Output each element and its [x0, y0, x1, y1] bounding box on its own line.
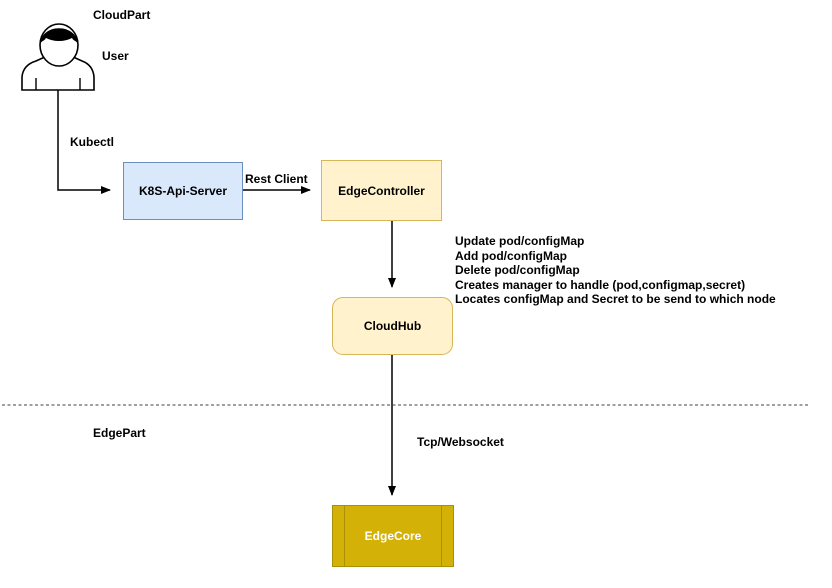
node-edge-controller: EdgeController: [321, 160, 442, 221]
user-icon: [21, 23, 95, 91]
user-hair: [39, 28, 79, 47]
cloudhub-note-line: Delete pod/configMap: [455, 263, 580, 277]
cloudhub-note-line: Add pod/configMap: [455, 248, 567, 263]
cloudhub-note-line: Locates configMap and Secret to be send …: [455, 292, 776, 306]
cloud-part-label: CloudPart: [93, 8, 151, 22]
cloudhub-note-line: Update pod/configMap: [455, 234, 585, 248]
tcp-websocket-edge-label: Tcp/Websocket: [417, 435, 504, 449]
edge-part-label: EdgePart: [93, 426, 146, 440]
kubectl-edge-label: Kubectl: [70, 135, 115, 149]
node-edge-controller-label: EdgeController: [338, 183, 425, 198]
process-bar-left: [344, 506, 345, 566]
user-label: User: [102, 49, 129, 63]
cloudhub-notes: Update pod/configMap Add pod/configMap D…: [455, 234, 776, 307]
cloudhub-note-line: Creates manager to handle (pod,configmap…: [455, 277, 746, 292]
process-bar-right: [441, 506, 442, 566]
node-cloud-hub: CloudHub: [332, 297, 453, 355]
node-edge-core-label: EdgeCore: [364, 529, 422, 543]
node-cloud-hub-label: CloudHub: [363, 319, 422, 333]
node-edge-core: EdgeCore: [332, 505, 454, 567]
node-k8s-api-server-label: K8S-Api-Server: [138, 184, 228, 198]
node-k8s-api-server: K8S-Api-Server: [123, 162, 243, 220]
rest-client-edge-label: Rest Client: [245, 172, 308, 186]
